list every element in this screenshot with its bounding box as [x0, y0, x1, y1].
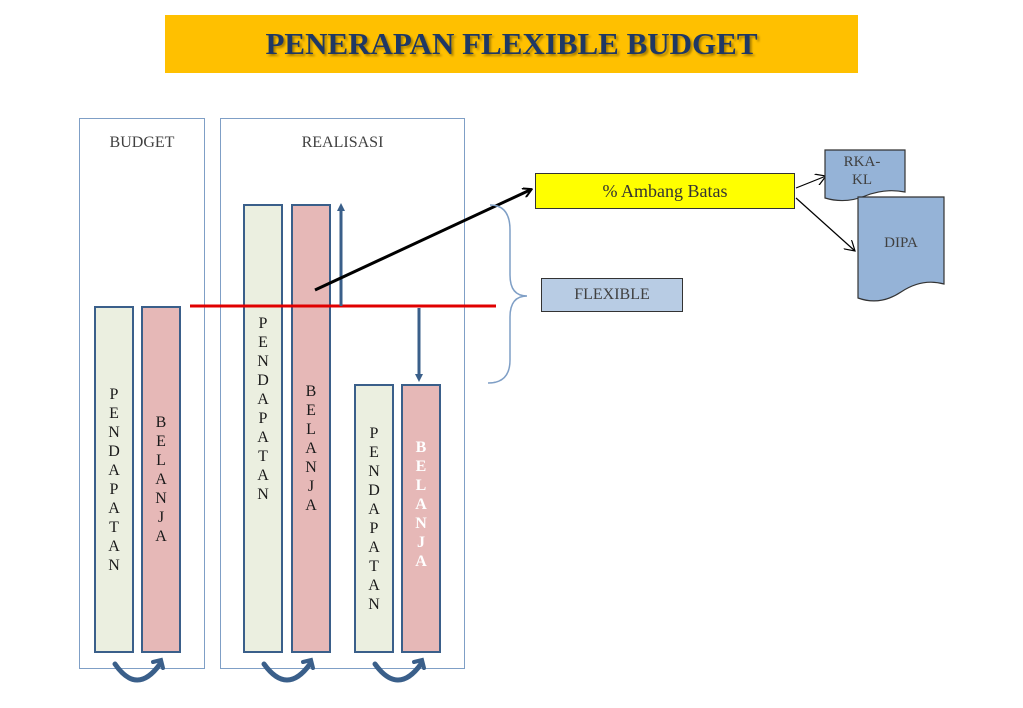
bar-letter: A	[368, 538, 380, 556]
bar-letter: B	[415, 439, 427, 456]
bar-letter: E	[156, 433, 166, 450]
dipa-arrow	[795, 197, 855, 251]
bar-letter: E	[415, 458, 427, 475]
rka-kl-label-line1: RKA-	[844, 154, 881, 170]
ambang-batas-box: % Ambang Batas	[535, 173, 795, 209]
bar-letter: P	[109, 480, 119, 498]
bar-letter: P	[369, 424, 379, 442]
bar-letter: N	[415, 515, 427, 532]
bar-letter: N	[155, 490, 167, 507]
bar-letter: P	[258, 315, 268, 332]
bar-letter: A	[257, 429, 269, 446]
bar-letter: A	[305, 440, 317, 457]
realisasi-low-cycle-arrow	[372, 657, 426, 683]
realisasi-panel-label: REALISASI	[301, 134, 384, 151]
bar-letter: A	[257, 467, 269, 484]
bar-letter: N	[368, 462, 380, 480]
bar-letter: N	[108, 423, 120, 441]
bar-letter: D	[368, 481, 380, 499]
bar-letter: A	[305, 497, 317, 514]
bar-letter: P	[258, 410, 268, 427]
bar-letter: L	[306, 421, 316, 438]
bar-letter: A	[257, 391, 269, 408]
bar-letter: T	[109, 518, 119, 536]
flexible-box: FLEXIBLE	[541, 278, 683, 312]
bar-letter: A	[108, 461, 120, 479]
bar-letter: D	[257, 372, 269, 389]
title-banner: PENERAPAN FLEXIBLE BUDGET	[165, 15, 858, 73]
bar-letter: N	[305, 459, 317, 476]
flexible-label: FLEXIBLE	[574, 286, 650, 303]
bar-letter: N	[368, 595, 380, 613]
bar-letter: E	[369, 443, 379, 461]
bar-letter: L	[156, 452, 166, 469]
bar-letter: B	[305, 383, 317, 400]
bar-letter: P	[369, 519, 379, 537]
bar-letter: D	[108, 442, 120, 460]
bar-letter: E	[258, 334, 268, 351]
bar-letter: A	[108, 499, 120, 517]
bar-letter: A	[155, 471, 167, 488]
bar-letter: P	[109, 385, 119, 403]
bar-letter: E	[109, 404, 119, 422]
bar-letter: A	[415, 553, 427, 570]
ambang-arrow	[314, 190, 530, 292]
budget-cycle-arrow	[112, 657, 165, 683]
flexible-brace	[487, 204, 528, 384]
bar-letter: A	[108, 537, 120, 555]
bar-letter: T	[258, 448, 268, 465]
dipa-document	[857, 196, 945, 302]
bar-letter: A	[415, 496, 427, 513]
bar-letter: N	[257, 353, 269, 370]
page-title: PENERAPAN FLEXIBLE BUDGET	[265, 26, 758, 61]
bar-letter: A	[368, 576, 380, 594]
bar-letter: T	[369, 557, 379, 575]
rka-kl-arrow	[795, 176, 826, 189]
bar-letter: L	[415, 477, 427, 494]
bar-letter: A	[155, 528, 167, 545]
rka-kl-document	[824, 149, 906, 202]
budget-panel-label: BUDGET	[109, 134, 175, 151]
bar-letter: N	[108, 556, 120, 574]
bar-letter: J	[157, 509, 165, 526]
rka-kl-label-line2: KL	[852, 172, 872, 188]
realisasi-high-cycle-arrow	[261, 657, 315, 683]
ambang-batas-label: % Ambang Batas	[602, 180, 728, 201]
bar-letter: E	[306, 402, 316, 419]
bar-letter: A	[368, 500, 380, 518]
bar-letter: B	[155, 414, 167, 431]
bar-letter: J	[307, 478, 315, 495]
dipa-label: DIPA	[884, 235, 918, 251]
bar-letter: N	[257, 486, 269, 503]
bar-letter: J	[417, 534, 425, 551]
